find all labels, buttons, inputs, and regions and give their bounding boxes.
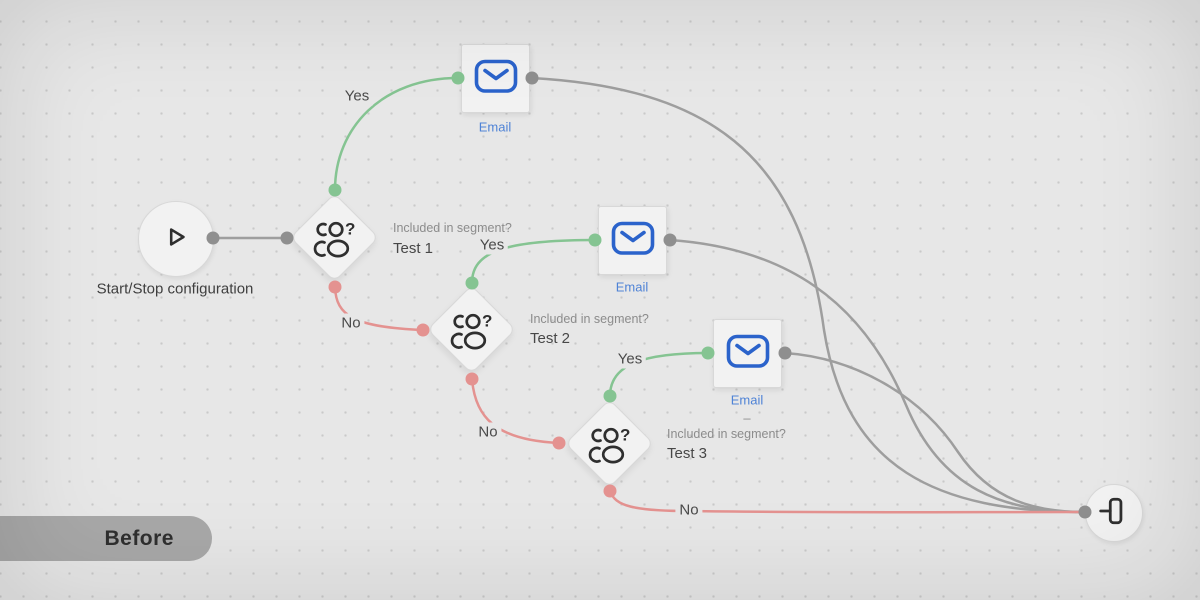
port-decision2-no[interactable] [465, 372, 479, 386]
edge-label-yes-3: Yes [613, 349, 647, 369]
decision-node-test3[interactable]: ? [564, 398, 655, 489]
condition-name-label: Test 1 [393, 240, 434, 257]
decision-node-test2[interactable]: ? [426, 284, 517, 375]
port-decision3-no[interactable] [603, 484, 617, 498]
segment-question-icon: ? [576, 410, 643, 477]
envelope-icon [473, 56, 519, 101]
envelope-icon [610, 218, 656, 263]
email-node-label: Email [478, 119, 512, 135]
edge-label-no-3: No [675, 500, 703, 520]
svg-text:?: ? [345, 219, 355, 238]
before-badge: Before [0, 516, 212, 561]
port-decision1-no[interactable] [328, 280, 342, 294]
edge-label-yes-2: Yes [475, 235, 509, 255]
edge-label-no-1: No [337, 313, 365, 333]
condition-question-label: Included in segment? [667, 427, 786, 441]
condition-name-label: Test 3 [667, 445, 708, 462]
segment-question-icon: ? [438, 296, 505, 363]
edge-label-yes-1: Yes [340, 86, 374, 106]
email-node-3[interactable] [713, 319, 782, 388]
email-node-2[interactable] [598, 206, 667, 275]
email-node-note: – [743, 410, 751, 426]
segment-question-icon: ? [301, 204, 368, 271]
start-node[interactable] [138, 201, 214, 277]
condition-question-label: Included in segment? [530, 312, 649, 326]
condition-question-label: Included in segment? [393, 221, 512, 235]
svg-text:?: ? [620, 425, 630, 444]
play-icon [160, 221, 192, 258]
before-badge-label: Before [104, 526, 174, 550]
edge-label-no-2: No [474, 422, 502, 442]
email-node-label: Email [730, 392, 764, 408]
port-decision1-yes[interactable] [328, 183, 342, 197]
edge-email3-end [783, 351, 1087, 514]
port-decision1-in[interactable] [280, 231, 294, 245]
condition-name-label: Test 2 [530, 330, 571, 347]
port-decision3-in[interactable] [552, 436, 566, 450]
email-node-1[interactable] [461, 44, 530, 113]
port-decision3-yes[interactable] [603, 389, 617, 403]
envelope-icon [725, 331, 771, 376]
decision-node-test1[interactable]: ? [289, 192, 380, 283]
svg-text:?: ? [482, 311, 492, 330]
start-node-label: Start/Stop configuration [96, 280, 254, 298]
end-node[interactable] [1085, 484, 1143, 542]
end-flag-icon [1098, 495, 1130, 532]
port-decision2-in[interactable] [416, 323, 430, 337]
email-node-label: Email [615, 279, 649, 295]
